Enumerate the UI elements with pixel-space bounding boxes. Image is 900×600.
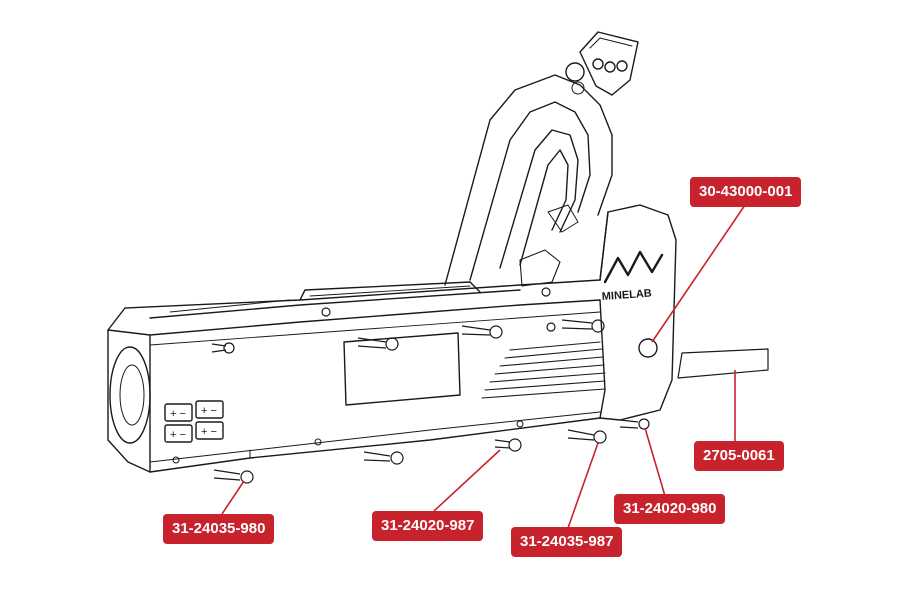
minelab-logo-mark xyxy=(603,250,664,284)
leader-31-24020-987 xyxy=(433,449,501,512)
battery-terminals: + − + − + − + − xyxy=(164,400,224,443)
screw-head-icon xyxy=(619,418,650,430)
screw-head-icon xyxy=(211,342,235,354)
vent-slots xyxy=(481,341,606,399)
callout-part-number: 2705-0061 xyxy=(694,441,784,471)
screw-head-icon xyxy=(494,438,522,452)
screw-head-icon xyxy=(561,319,605,333)
label-recess xyxy=(343,332,461,406)
leader-31-24035-987 xyxy=(567,442,599,529)
label-plate xyxy=(677,348,769,379)
minelab-logo-text: MINELAB xyxy=(601,288,652,303)
screw-head-icon xyxy=(461,325,503,339)
screw-head-icon xyxy=(321,307,331,317)
handle-arm xyxy=(444,74,613,286)
callout-part-number: 31-24035-987 xyxy=(511,527,623,557)
leader-lines xyxy=(221,204,746,529)
screws xyxy=(211,287,650,484)
screw-head-icon xyxy=(213,469,254,484)
callout-part-number: 31-24020-987 xyxy=(372,511,484,541)
leader-30-43000-001 xyxy=(651,204,746,343)
screw-head-icon xyxy=(357,337,399,351)
leader-31-24035-980 xyxy=(221,480,245,515)
svg-text:+ −: + − xyxy=(201,405,217,417)
callout-part-number: 31-24020-980 xyxy=(614,494,726,524)
leader-31-24020-980 xyxy=(644,427,666,497)
screw-head-icon xyxy=(363,451,404,465)
screw-head-icon xyxy=(546,322,556,332)
side-panel xyxy=(599,299,606,419)
top-rail xyxy=(149,289,521,319)
svg-text:+ −: + − xyxy=(201,426,217,438)
side-port xyxy=(638,338,658,358)
display-pod xyxy=(579,31,639,96)
battery-door xyxy=(109,346,151,444)
svg-text:+ −: + − xyxy=(170,408,186,420)
callout-part-number: 30-43000-001 xyxy=(690,177,802,207)
hinge-knob xyxy=(565,62,585,82)
callout-part-number: 31-24035-980 xyxy=(163,514,275,544)
screw-head-icon xyxy=(541,287,551,297)
svg-text:+ −: + − xyxy=(170,429,186,441)
screw-head-icon xyxy=(567,429,607,444)
control-box-drawing: + − + − + − + − xyxy=(107,31,769,473)
